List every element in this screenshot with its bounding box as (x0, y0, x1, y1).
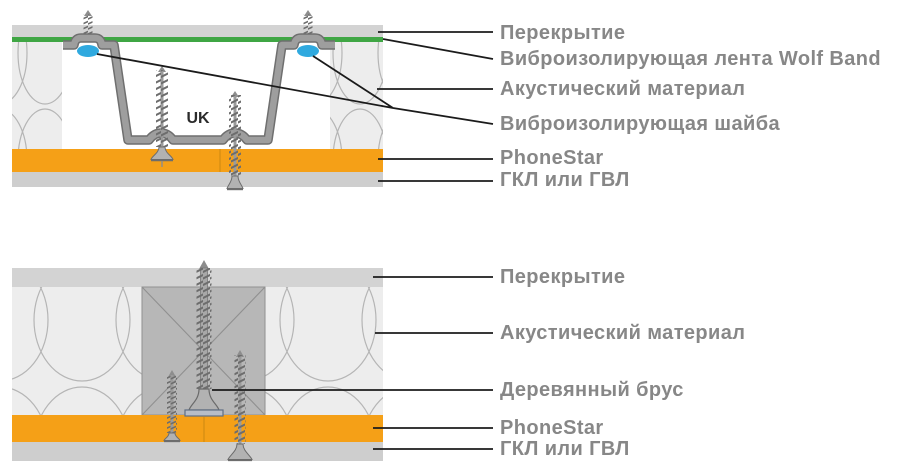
screw-plate-washer (184, 409, 224, 417)
label-washer: Виброизолирующая шайба (500, 113, 780, 135)
profile-screw-right (226, 91, 244, 191)
anchor-screw-left (83, 10, 93, 40)
label-top-phonestar: PhoneStar (500, 147, 604, 169)
label-bottom-acoustic: Акустический материал (500, 322, 746, 344)
label-wolf-band: Виброизолирующая лента Wolf Band (500, 48, 882, 70)
label-bottom-slab: Перекрытие (500, 266, 626, 288)
label-top-slab: Перекрытие (500, 22, 626, 44)
label-batten: Деревянный брус (500, 379, 684, 401)
bottom-phonestar-layer (12, 415, 383, 442)
vibration-washer-left (77, 45, 99, 57)
uk-profile-label: UK (186, 110, 210, 127)
profile-screw-left (150, 66, 174, 167)
vibration-washer-right (297, 45, 319, 57)
board-screw-left (163, 370, 181, 443)
bottom-gkl-layer (12, 442, 383, 461)
callout-wolf-band (382, 38, 494, 60)
callout-lines (96, 31, 494, 450)
label-top-gkl: ГКЛ или ГВЛ (500, 169, 630, 191)
callout-washers (96, 53, 494, 125)
top-phonestar-layer (12, 149, 383, 172)
top-diagram-uk-profile-section: UK (12, 10, 383, 191)
top-gkl-layer (12, 172, 383, 187)
bottom-diagram-wood-batten-section (12, 260, 383, 462)
batten-screw-large (184, 260, 224, 417)
wolf-band-tape-layer (12, 37, 383, 42)
top-acoustic-layer-left (12, 42, 62, 149)
label-top-acoustic: Акустический материал (500, 78, 746, 100)
top-slab-layer (12, 25, 383, 37)
uk-hat-profile (63, 33, 335, 145)
label-bottom-gkl: ГКЛ или ГВЛ (500, 438, 630, 460)
anchor-screw-right (303, 10, 313, 40)
label-bottom-phonestar: PhoneStar (500, 417, 604, 439)
board-screw-right (227, 350, 253, 462)
